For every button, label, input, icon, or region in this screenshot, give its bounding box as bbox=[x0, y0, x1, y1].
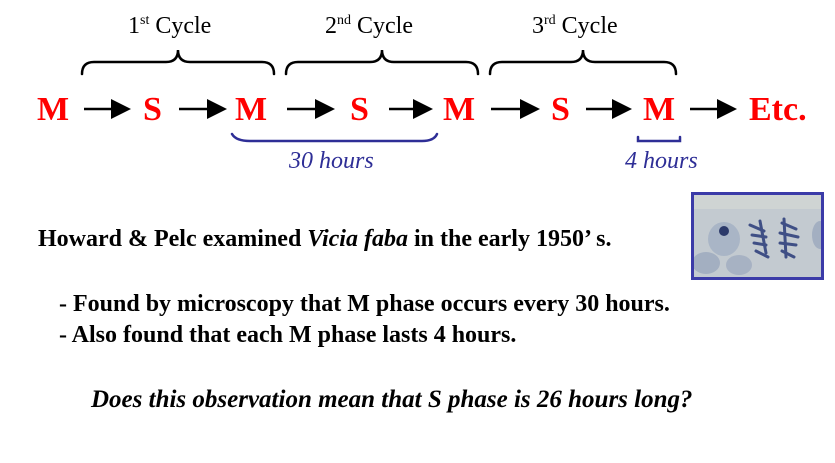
bracket-30-hours bbox=[230, 132, 439, 143]
phase-s-1: S bbox=[143, 91, 162, 128]
headline: Howard & Pelc examined Vicia faba in the… bbox=[38, 226, 612, 253]
headline-suffix: in the early 1950’ s. bbox=[407, 226, 612, 252]
cycle-braces bbox=[80, 49, 678, 76]
bullet-2: - Also found that each M phase lasts 4 h… bbox=[59, 322, 517, 348]
cycle-ordinal: 3 bbox=[532, 13, 544, 39]
cycle-word: Cycle bbox=[155, 13, 212, 39]
phase-s-3: S bbox=[551, 91, 570, 128]
bullet-1: - Found by microscopy that M phase occur… bbox=[59, 291, 670, 317]
cycle-label-2: 2nd Cycle bbox=[325, 13, 413, 40]
m-phase-duration-label: 4 hours bbox=[625, 148, 698, 174]
phase-m-2: M bbox=[235, 91, 268, 128]
cycle-ordinal-suffix: st bbox=[140, 13, 150, 28]
bracket-4-hours bbox=[636, 135, 682, 143]
cycle-ordinal: 2 bbox=[325, 13, 337, 39]
phase-m-1: M bbox=[37, 91, 70, 128]
micrograph-image bbox=[691, 192, 824, 280]
brace-cycle-3 bbox=[488, 49, 678, 76]
cycle-ordinal-suffix: rd bbox=[544, 13, 556, 28]
headline-prefix: Howard & Pelc examined bbox=[38, 226, 308, 252]
phase-s-2: S bbox=[350, 91, 369, 128]
cycle-word: Cycle bbox=[561, 13, 618, 39]
brace-cycle-2 bbox=[284, 49, 480, 76]
duration-brackets bbox=[230, 132, 682, 143]
dividing-cells-image bbox=[694, 195, 821, 277]
cycle-label-1: 1st Cycle bbox=[128, 13, 211, 40]
phase-m-3: M bbox=[443, 91, 476, 128]
cycle-ordinal: 1 bbox=[128, 13, 140, 39]
brace-cycle-1 bbox=[80, 49, 276, 76]
etc-label: Etc. bbox=[749, 91, 807, 128]
question: Does this observation mean that S phase … bbox=[91, 386, 693, 413]
species-name: Vicia faba bbox=[307, 226, 408, 252]
phase-m-4: M bbox=[643, 91, 676, 128]
cycle-duration-label: 30 hours bbox=[289, 148, 374, 174]
cycle-ordinal-suffix: nd bbox=[337, 13, 351, 28]
sequence-arrows bbox=[84, 99, 737, 119]
cycle-word: Cycle bbox=[357, 13, 413, 39]
cycle-label-3: 3rd Cycle bbox=[532, 13, 618, 40]
